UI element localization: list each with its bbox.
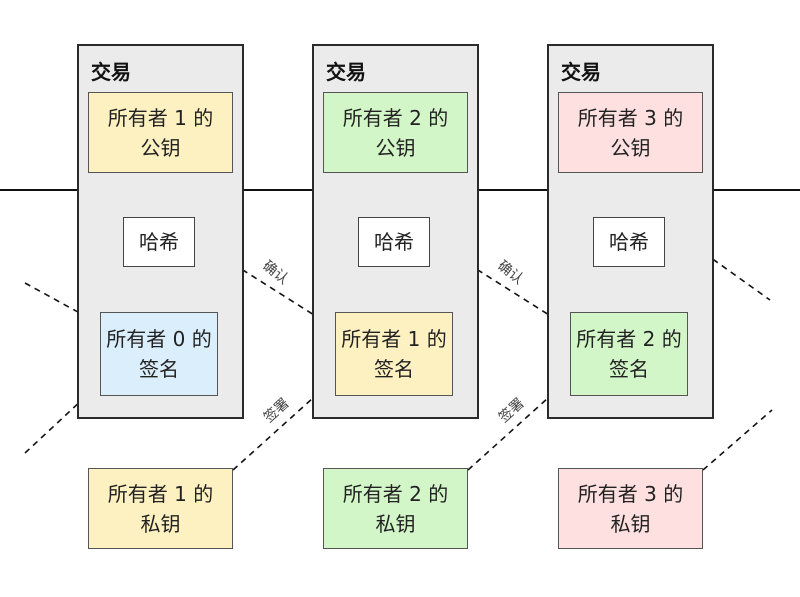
signature-line-2: 签名 [374,357,414,381]
incoming-sign-dashed [24,384,99,454]
private-key-line-2: 私钥 [610,511,651,536]
private-key-box-2: 所有者 2 的 私钥 [323,468,468,549]
public-key-line-1: 所有者 3 的 [577,105,684,130]
hash-label: 哈希 [609,230,649,254]
public-key-line-2: 公钥 [610,135,651,160]
signature-box-1: 所有者 0 的 签名 [100,312,218,396]
signature-box-2: 所有者 1 的 签名 [335,312,453,396]
private-key-line-1: 所有者 3 的 [577,481,684,506]
private-key-line-2: 私钥 [375,511,416,536]
signature-line-1: 所有者 1 的 [341,327,447,351]
private-key-line-1: 所有者 1 的 [107,481,214,506]
hash-box-2: 哈希 [358,217,430,267]
transaction-title: 交易 [326,60,366,84]
signature-line-2: 签名 [609,357,649,381]
hash-box-3: 哈希 [593,217,665,267]
hash-label: 哈希 [139,230,179,254]
public-key-box-2: 所有者 2 的 公钥 [323,92,468,173]
signature-box-3: 所有者 2 的 签名 [570,312,688,396]
signature-line-1: 所有者 0 的 [106,327,212,351]
transaction-title: 交易 [91,60,131,84]
public-key-box-3: 所有者 3 的 公钥 [558,92,703,173]
public-key-box-1: 所有者 1 的 公钥 [88,92,233,173]
public-key-line-2: 公钥 [140,135,181,160]
private-key-line-2: 私钥 [140,511,181,536]
hash-label: 哈希 [374,230,414,254]
public-key-line-1: 所有者 1 的 [107,105,214,130]
signature-line-1: 所有者 2 的 [576,327,682,351]
private-key-line-1: 所有者 2 的 [342,481,449,506]
public-key-line-2: 公钥 [375,135,416,160]
sign-dashed-line-3 [702,409,773,471]
private-key-box-3: 所有者 3 的 私钥 [558,468,703,549]
signature-line-2: 签名 [139,357,179,381]
transaction-title: 交易 [561,60,601,84]
hash-box-1: 哈希 [123,217,195,267]
private-key-box-1: 所有者 1 的 私钥 [88,468,233,549]
public-key-line-1: 所有者 2 的 [342,105,449,130]
